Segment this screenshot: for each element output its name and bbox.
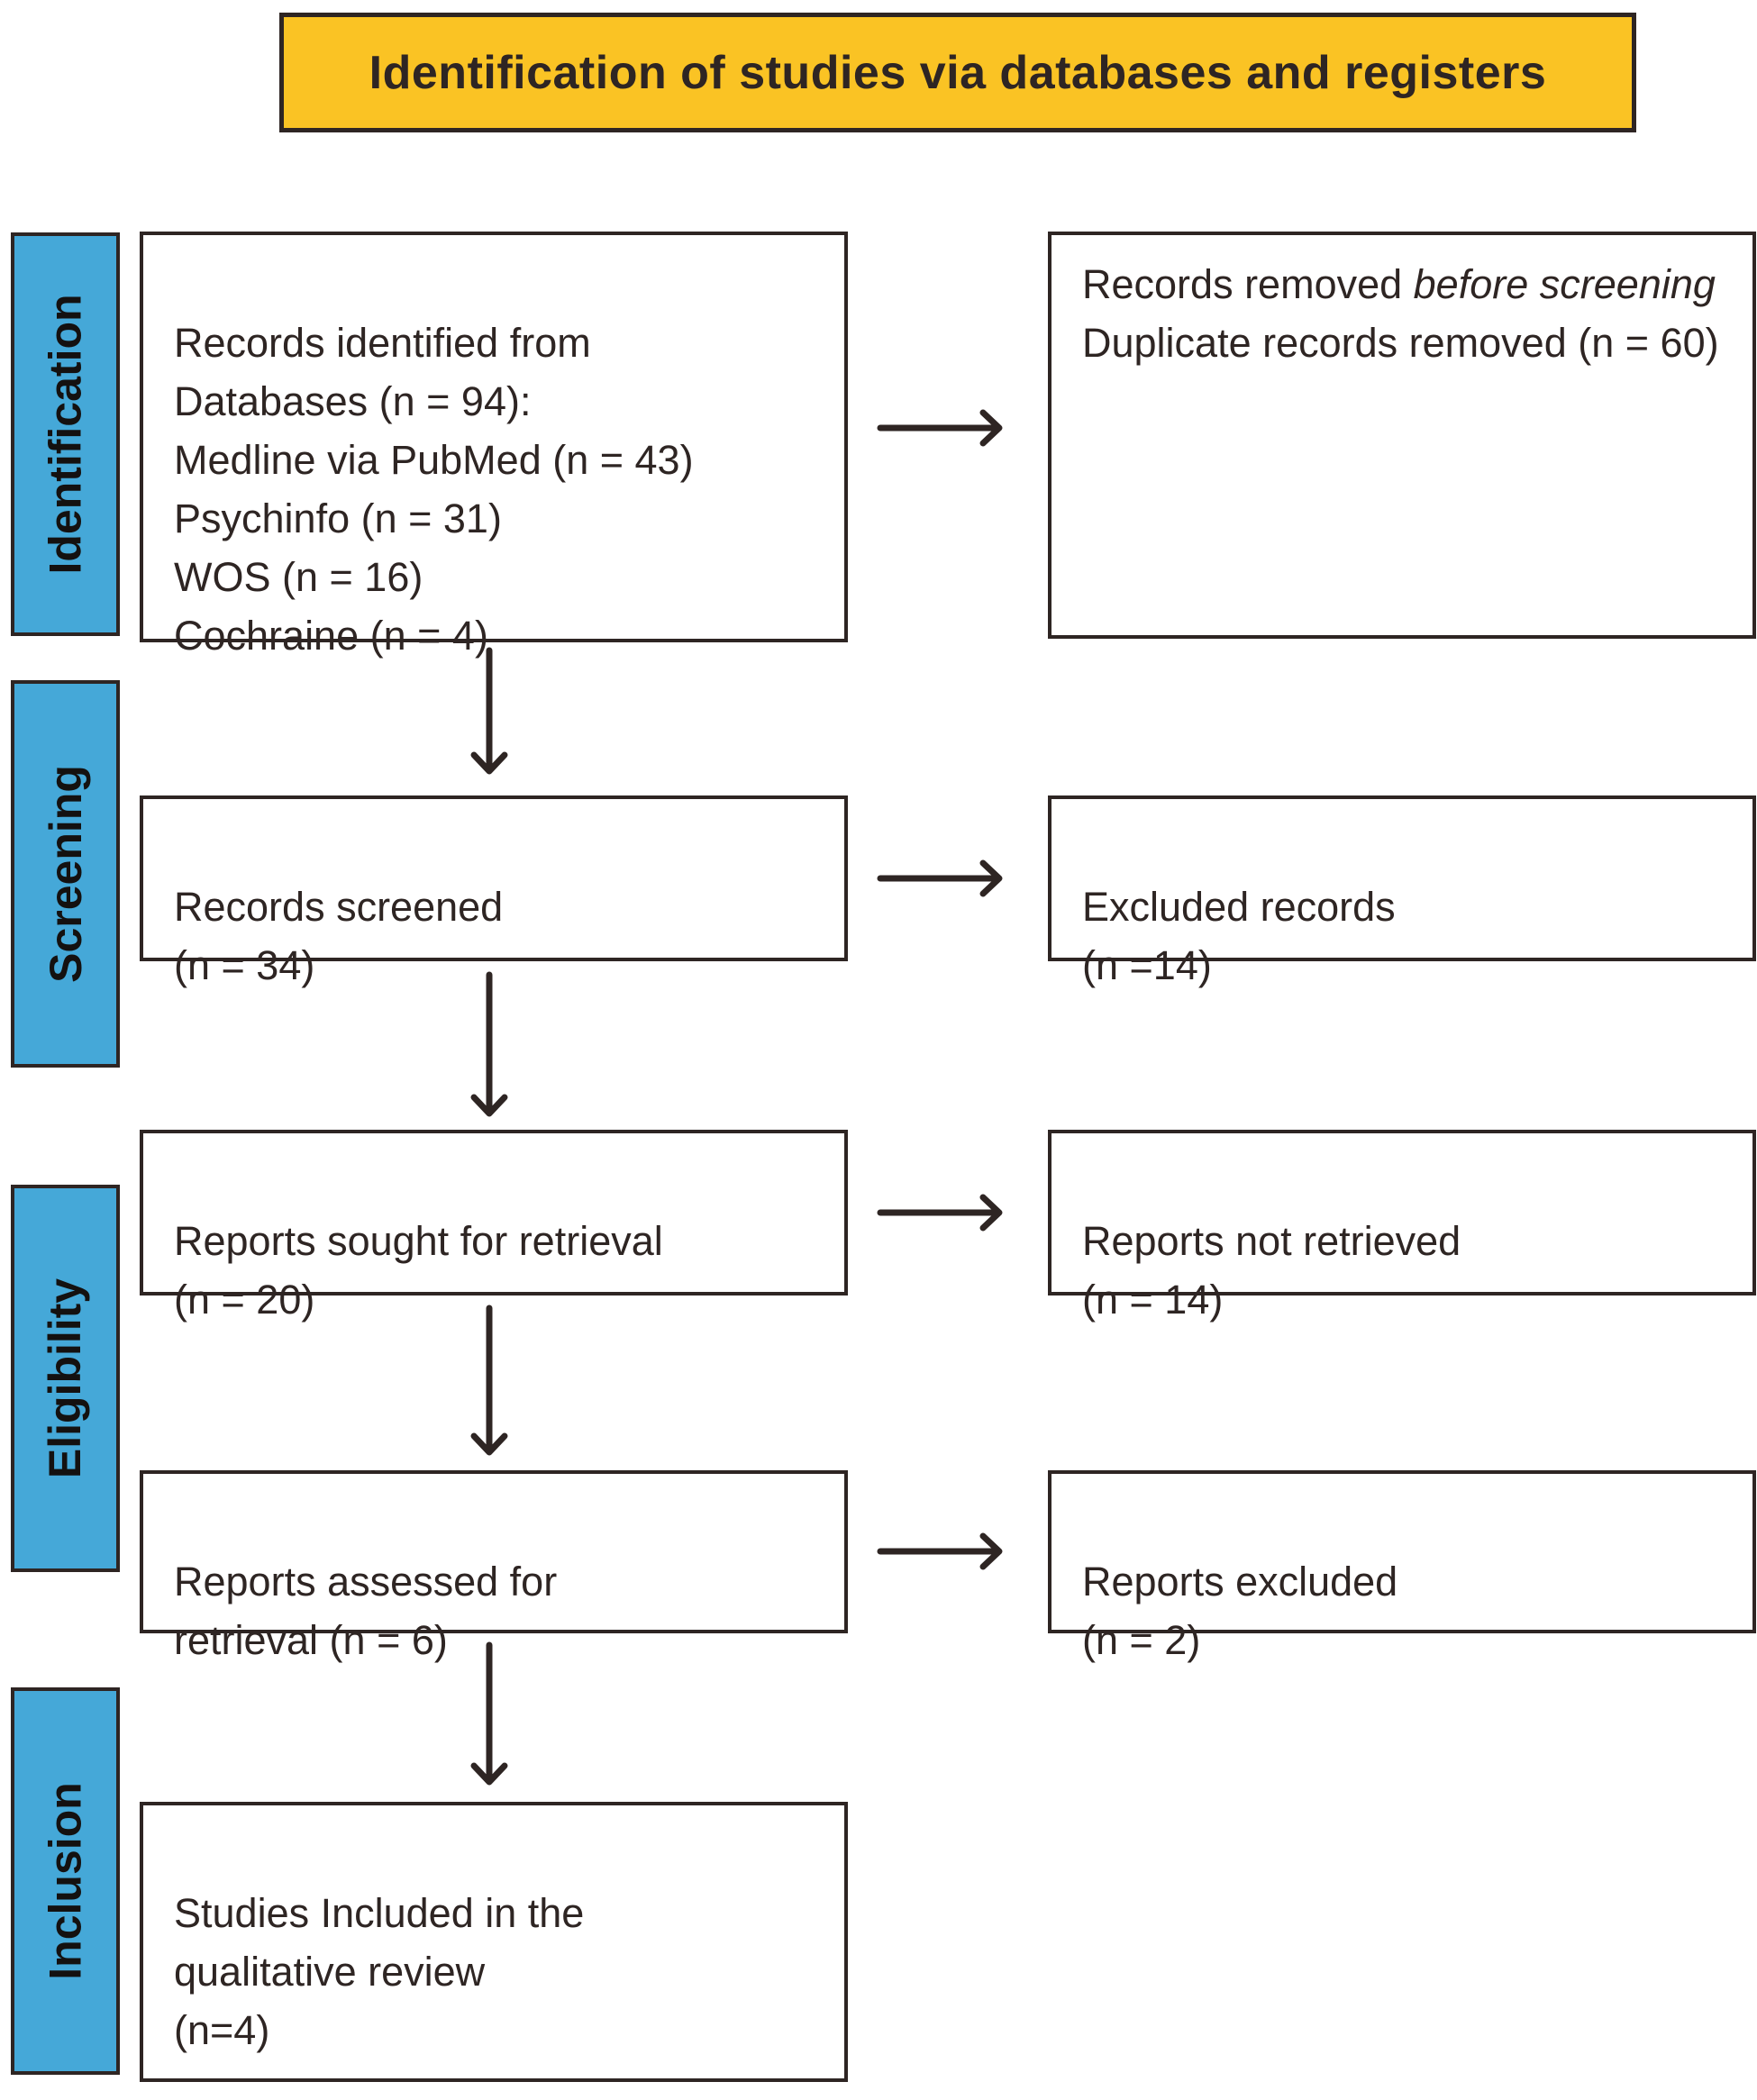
arrow-screened-to-sought — [470, 971, 508, 1117]
box-records-removed-text-italic: before screening — [1413, 261, 1716, 307]
box-reports-sought: Reports sought for retrieval (n = 20) — [140, 1130, 848, 1323]
diagram-title: Identification of studies via databases … — [369, 46, 1547, 99]
box-reports-excluded-text: Reports excluded (n = 2) — [1082, 1559, 1398, 1663]
stage-bar-eligibility: Eligibility — [11, 1185, 120, 1572]
box-records-identified: Records identified from Databases (n = 9… — [140, 232, 848, 659]
arrow-sought-to-assessed — [470, 1305, 508, 1456]
box-reports-not-retrieved: Reports not retrieved (n = 14) — [1048, 1130, 1756, 1323]
box-reports-not-retrieved-text: Reports not retrieved (n = 14) — [1082, 1218, 1461, 1323]
arrow-identified-to-removed — [877, 409, 1003, 447]
box-excluded-records: Excluded records (n =14) — [1048, 795, 1756, 988]
box-records-removed-text-part2: Duplicate records removed (n = 60) — [1082, 320, 1719, 366]
arrow-sought-to-not-retrieved — [877, 1194, 1003, 1232]
box-records-screened-text: Records screened (n = 34) — [174, 884, 504, 988]
box-records-removed-text-part1: Records removed — [1082, 261, 1414, 307]
stage-bar-inclusion: Inclusion — [11, 1687, 120, 2075]
stage-label-inclusion: Inclusion — [40, 1782, 91, 1980]
stage-bar-screening: Screening — [11, 680, 120, 1068]
box-records-identified-text: Records identified from Databases (n = 9… — [174, 320, 694, 659]
arrow-identified-to-screened — [470, 647, 508, 775]
stage-label-eligibility: Eligibility — [40, 1277, 91, 1479]
box-reports-assessed-text: Reports assessed for retrieval (n = 6) — [174, 1559, 558, 1663]
title-banner: Identification of studies via databases … — [279, 13, 1636, 132]
box-reports-assessed: Reports assessed for retrieval (n = 6) — [140, 1470, 848, 1663]
box-reports-sought-text: Reports sought for retrieval (n = 20) — [174, 1218, 663, 1323]
stage-label-identification: Identification — [40, 294, 91, 575]
box-excluded-records-text: Excluded records (n =14) — [1082, 884, 1396, 988]
arrow-assessed-to-included — [470, 1641, 508, 1786]
stage-label-screening: Screening — [40, 765, 91, 983]
stage-bar-identification: Identification — [11, 232, 120, 636]
box-records-screened: Records screened (n = 34) — [140, 795, 848, 988]
box-records-removed: Records removed before screening Duplica… — [1048, 232, 1756, 639]
box-studies-included: Studies Included in the qualitative revi… — [140, 1802, 848, 2082]
arrow-screened-to-excluded — [877, 859, 1003, 897]
arrow-assessed-to-excluded — [877, 1532, 1003, 1570]
box-studies-included-text: Studies Included in the qualitative revi… — [174, 1890, 585, 2053]
box-reports-excluded: Reports excluded (n = 2) — [1048, 1470, 1756, 1663]
